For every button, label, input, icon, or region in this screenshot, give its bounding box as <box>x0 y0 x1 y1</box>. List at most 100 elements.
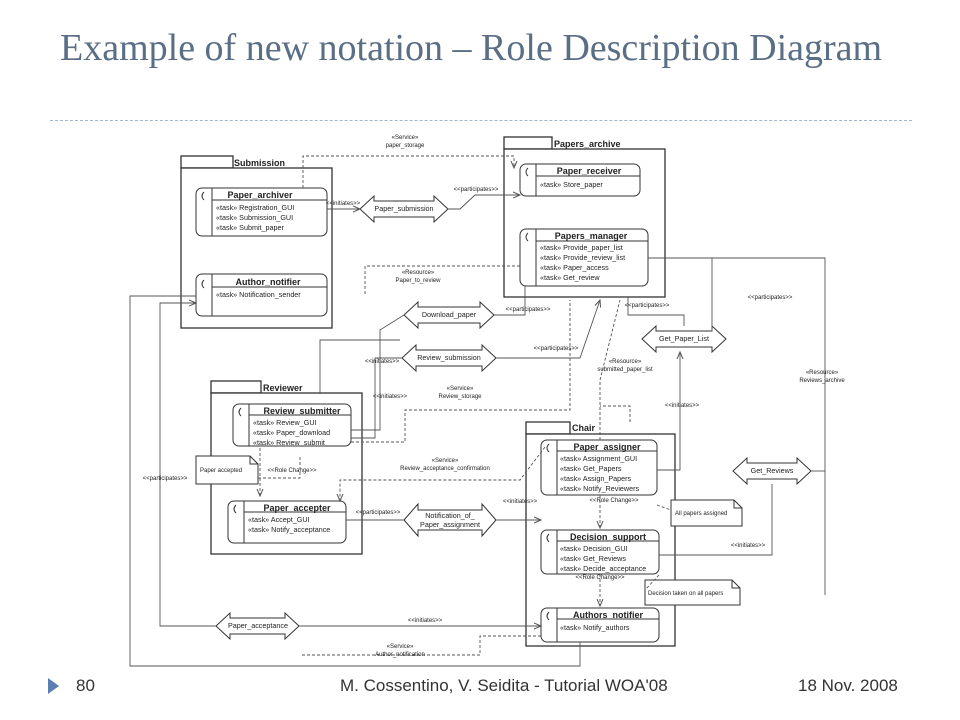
role-label-reviewer: Reviewer <box>263 383 303 393</box>
agent-name: Papers_manager <box>555 231 628 241</box>
agent-name: Paper_archiver <box>227 190 293 200</box>
initiates-label: <<initiates>> <box>503 499 538 505</box>
agent-name: Decision_support <box>570 532 646 542</box>
task: «task» Registration_GUI <box>216 203 294 212</box>
page-number: 80 <box>76 676 95 695</box>
comm-label: Get_Paper_List <box>659 334 709 343</box>
title-separator <box>50 120 912 121</box>
task: «task» Review_GUI <box>253 418 317 427</box>
task: «task» Assign_Papers <box>560 474 632 483</box>
participates-label: <<participates>> <box>748 295 793 301</box>
comm-review-submission: Review_submission <box>401 343 497 373</box>
task: «task» Provide_paper_list <box>540 243 623 252</box>
task: «task» Notification_sender <box>216 290 301 299</box>
footer-authors: M. Cossentino, V. Seidita - Tutorial WOA… <box>340 676 668 695</box>
initiates-label: <<initiates>> <box>665 403 700 409</box>
comm-label: Notification_of_ <box>425 511 476 520</box>
role-change-label: <<Role Change>> <box>575 575 625 581</box>
agent-review-submitter: Review_submitter «task» Review_GUI «task… <box>232 403 352 447</box>
task: «task» Submit_paper <box>216 223 285 232</box>
initiates-label: <<initiates>> <box>731 543 766 549</box>
comm-label: Download_paper <box>422 310 477 319</box>
participates-label: <<participates>> <box>356 510 401 516</box>
participates-label: <<participates>> <box>534 346 579 352</box>
footer-date: 18 Nov. 2008 <box>798 676 898 695</box>
comm-paper-submission: Paper_submission <box>359 194 449 224</box>
note-text: All papers assigned <box>675 511 727 517</box>
participates-label: <<participates>> <box>506 307 551 313</box>
agent-author-notifier: Author_notifier «task» Notification_send… <box>195 273 328 317</box>
bullet-triangle-icon <box>48 678 59 694</box>
participates-label: <<participates>> <box>625 303 670 309</box>
agent-authors-notifier: Authors_notifier «task» Notify_authors <box>540 607 660 643</box>
task: «task» Get_Papers <box>560 464 622 473</box>
participates-label: <<participates>> <box>454 187 499 193</box>
agent-name: Authors_notifier <box>573 610 643 620</box>
role-change-label: <<Role Change>> <box>589 498 639 504</box>
comm-get-reviews: Get_Reviews <box>732 456 812 486</box>
resource-label: «Resource» <box>402 270 435 276</box>
service-label: paper_storage <box>386 143 425 149</box>
agent-paper-archiver: Paper_archiver «task» Registration_GUI «… <box>195 187 328 237</box>
task: «task» Paper_access <box>540 263 609 272</box>
comm-label: Review_submission <box>417 353 481 362</box>
note-text: Paper accepted <box>200 468 242 474</box>
comm-download-paper: Download_paper <box>403 300 495 330</box>
agent-paper-receiver: Paper_receiver «task» Store_paper <box>519 163 641 197</box>
service-label: Review_acceptance_confirmation <box>400 466 490 472</box>
comm-label: Paper_submission <box>374 204 433 213</box>
service-label: «Service» <box>392 135 419 141</box>
task: «task» Store_paper <box>540 180 603 189</box>
comm-label: Paper_assignment <box>420 520 480 529</box>
slide-title: Example of new notation – Role Descripti… <box>60 27 883 69</box>
task: «task» Submission_GUI <box>216 213 293 222</box>
initiates-label: <<initiates>> <box>326 201 361 207</box>
task: «task» Accept_GUI <box>248 515 310 524</box>
service-label: «Service» <box>432 458 459 464</box>
comm-label: Paper_acceptance <box>228 621 288 630</box>
agent-decision-support: Decision_support «task» Decision_GUI «ta… <box>540 529 660 575</box>
agent-papers-manager: Papers_manager «task» Provide_paper_list… <box>519 228 649 287</box>
note-text: Decision taken on all papers <box>648 591 723 597</box>
task: «task» Decide_acceptance <box>560 564 646 573</box>
connector-labels: «Service» paper_storage <<initiates>> <<… <box>143 135 846 658</box>
comm-paper-acceptance: Paper_acceptance <box>215 611 300 641</box>
service-label: Author_notification <box>375 652 425 658</box>
service-label: «Service» <box>387 644 414 650</box>
task: «task» Notify_Reviewers <box>560 484 640 493</box>
task: «task» Decision_GUI <box>560 544 628 553</box>
role-change-label: <<Role Change>> <box>267 468 317 474</box>
task: «task» Notify_authors <box>560 623 630 632</box>
task: «task» Review_submit <box>253 438 325 447</box>
comm-label: Get_Reviews <box>751 466 794 475</box>
task: «task» Get_Reviews <box>560 554 626 563</box>
agent-name: Paper_assigner <box>573 442 641 452</box>
agent-name: Review_submitter <box>263 406 341 416</box>
participates-label: <<participates>> <box>143 476 188 482</box>
service-label: Review_storage <box>438 394 482 400</box>
resource-label: «Resource» <box>609 359 642 365</box>
resource-label: Reviews_archive <box>799 378 845 384</box>
agent-paper-accepter: Paper_accepter «task» Accept_GUI «task» … <box>227 500 347 544</box>
agent-paper-assigner: Paper_assigner «task» Assignment_GUI «ta… <box>540 439 658 496</box>
service-label: «Service» <box>447 386 474 392</box>
agent-name: Author_notifier <box>236 277 301 287</box>
comm-get-paper-list: Get_Paper_List <box>641 324 727 354</box>
note-all-papers-assigned: All papers assigned <box>670 499 743 527</box>
resource-label: Paper_to_review <box>395 278 441 284</box>
role-label-papers-archive: Papers_archive <box>554 139 621 149</box>
task: «task» Paper_download <box>253 428 330 437</box>
connectors <box>129 155 826 667</box>
role-label-submission: Submission <box>234 158 285 168</box>
note-paper-accepted: Paper accepted <box>195 455 259 485</box>
resource-label: submitted_paper_list <box>597 367 653 373</box>
agent-name: Paper_receiver <box>557 166 622 176</box>
task: «task» Provide_review_list <box>540 253 625 262</box>
initiates-label: <<initiates>> <box>373 394 408 400</box>
agent-name: Paper_accepter <box>263 503 331 513</box>
resource-label: «Resource» <box>806 370 839 376</box>
task: «task» Notify_acceptance <box>248 525 330 534</box>
initiates-label: <<initiates>> <box>408 618 443 624</box>
task: «task» Get_review <box>540 273 600 282</box>
